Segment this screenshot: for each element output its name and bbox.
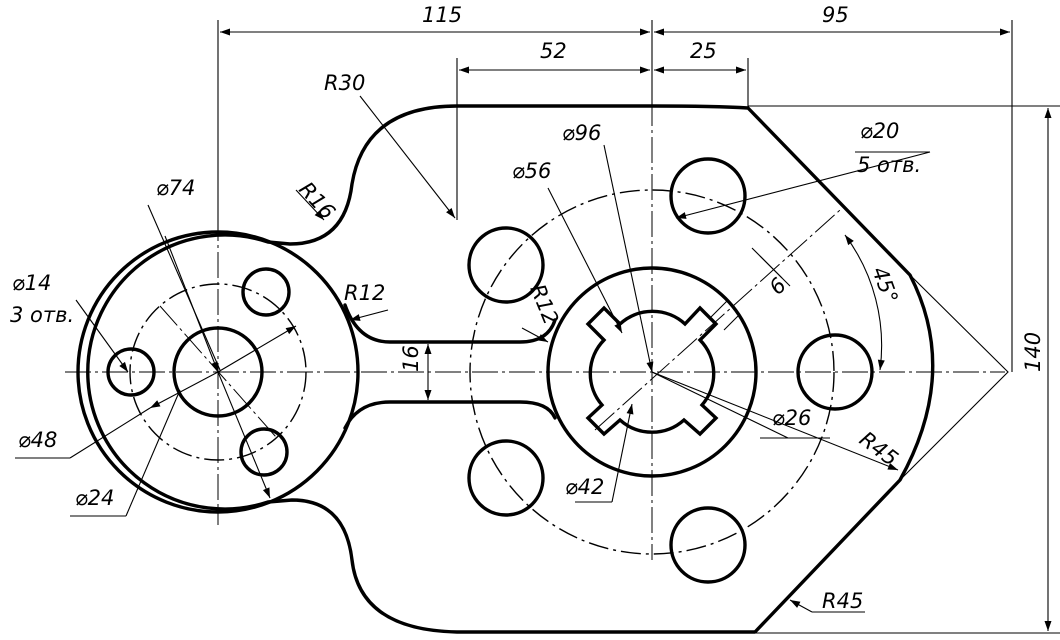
dim-r12-right: R12 (525, 281, 563, 328)
center-lines (65, 100, 1005, 560)
dim-r12-left: R12 (344, 281, 385, 305)
dim-dia56: ⌀56 (512, 159, 551, 183)
dim-dia26: ⌀26 (772, 406, 811, 430)
hole-right-5 (467, 226, 545, 304)
dim-dia20: ⌀20 (860, 119, 899, 143)
dim-r45-lower: R45 (822, 589, 863, 613)
dim-dia48: ⌀48 (18, 428, 57, 452)
hole-right-2 (796, 333, 874, 411)
dim-140: 140 (1021, 332, 1045, 372)
dim-95: 95 (822, 3, 849, 27)
dim-6: 6 (765, 273, 791, 299)
hole-left-2 (106, 347, 156, 397)
dim-16: 16 (399, 345, 423, 372)
dim-dia14: ⌀14 (12, 271, 51, 295)
right-hub (467, 157, 874, 584)
dim-dia42: ⌀42 (565, 475, 604, 499)
hole-right-1 (669, 157, 747, 235)
dim-r16: R16 (294, 177, 339, 224)
dim-r30: R30 (324, 71, 365, 95)
dimension-labels: 115 95 52 25 R30 R16 R12 R12 ⌀74 ⌀96 ⌀56… (10, 3, 1045, 613)
dim-115: 115 (422, 3, 462, 27)
hole-left-1 (241, 267, 291, 317)
dim-r45-upper: R45 (855, 427, 902, 471)
dimension-lines (15, 28, 1052, 631)
dim-angle45: 45° (867, 264, 902, 307)
hole-right-4 (467, 439, 545, 517)
dim-holes3: 3 отв. (10, 303, 74, 327)
connecting-rib (343, 303, 557, 344)
dim-52: 52 (540, 39, 567, 63)
tip-outline (899, 274, 1009, 481)
dim-25: 25 (690, 39, 717, 63)
hole-right-3 (669, 506, 747, 584)
dim-dia24: ⌀24 (75, 486, 114, 510)
cross-slot (585, 305, 719, 437)
hole-left-3 (239, 427, 289, 477)
left-hub (76, 230, 360, 514)
dim-holes5: 5 отв. (857, 153, 921, 177)
part-outline (86, 104, 935, 634)
dim-dia74: ⌀74 (156, 176, 195, 200)
dim-dia96: ⌀96 (562, 121, 601, 145)
extension-lines (217, 20, 1060, 634)
